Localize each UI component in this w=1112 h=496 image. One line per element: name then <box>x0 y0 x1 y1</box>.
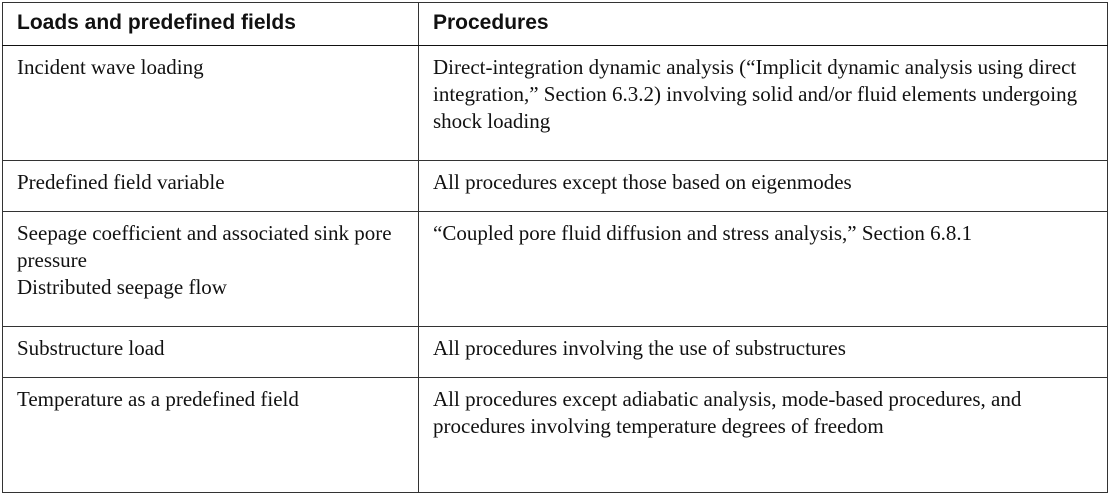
header-loads: Loads and predefined fields <box>2 2 419 46</box>
load-text: Incident wave loading <box>17 55 204 79</box>
load-text: Predefined field variable <box>17 170 225 195</box>
table-row: Predefined field variable All procedures… <box>2 160 1108 212</box>
procedure-cell: All procedures except those based on eig… <box>418 160 1108 212</box>
table-row: Temperature as a predefined field All pr… <box>2 376 1108 494</box>
table-row: Seepage coefficient and associated sink … <box>2 210 1108 328</box>
load-cell: Substructure load <box>2 326 419 378</box>
table-header-row: Loads and predefined fields Procedures <box>2 2 1108 46</box>
header-procedures: Procedures <box>418 2 1108 46</box>
load-text: Temperature as a predefined field <box>17 386 299 411</box>
load-text: Seepage coefficient and associated sink … <box>17 220 392 272</box>
procedure-cell: “Coupled pore fluid diffusion and stress… <box>418 210 1108 328</box>
procedure-cell: All procedures involving the use of subs… <box>418 326 1108 378</box>
load-cell: Predefined field variable <box>2 160 419 212</box>
procedure-cell: All procedures except adiabatic analysis… <box>418 376 1108 494</box>
load-text: Substructure load <box>17 336 165 361</box>
load-cell: Temperature as a predefined field <box>2 376 419 494</box>
procedure-cell: Direct-integration dynamic analysis (“Im… <box>418 44 1108 162</box>
load-cell: Seepage coefficient and associated sink … <box>2 210 419 328</box>
load-text: Distributed seepage flow <box>17 274 227 299</box>
load-cell: Incident wave loading <box>2 44 419 162</box>
table-row: Incident wave loading Direct-integration… <box>2 44 1108 162</box>
table-row: Substructure load All procedures involvi… <box>2 326 1108 378</box>
